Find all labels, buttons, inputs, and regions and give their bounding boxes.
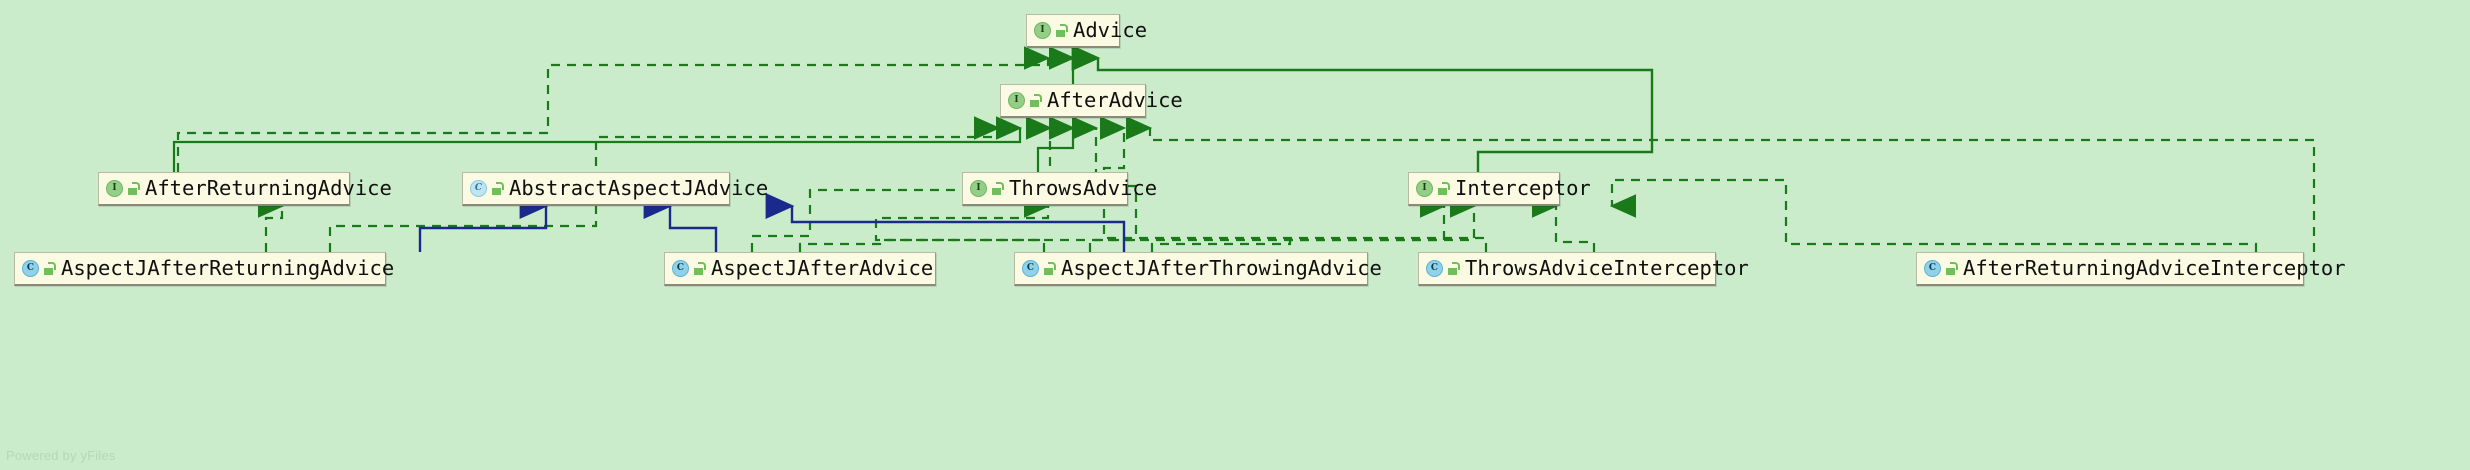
node-label: AfterReturningAdviceInterceptor (1963, 256, 2346, 281)
node-label: ThrowsAdviceInterceptor (1465, 256, 1749, 281)
node-label: Advice (1073, 18, 1148, 43)
class-icon: C (1426, 260, 1443, 277)
node-after-returning-advice-interceptor[interactable]: C AfterReturningAdviceInterceptor (1916, 252, 2346, 286)
edge-aspectjafterthrowingadvice-abstractaspectjadvice (765, 193, 1126, 252)
unlocked-padlock-icon (1043, 262, 1056, 275)
node-aspectj-after-returning-advice[interactable]: C AspectJAfterReturningAdvice (14, 252, 394, 286)
node-icons: C (470, 180, 504, 197)
node-advice[interactable]: I Advice (1026, 14, 1147, 48)
implements-edges (172, 45, 2316, 252)
unlocked-padlock-icon (1437, 182, 1450, 195)
edge-afterreturningadviceinterceptor-interceptor (1609, 178, 2258, 252)
edge-throwsadvice-afteradvice (1036, 116, 1076, 172)
node-label: AspectJAfterAdvice (711, 256, 934, 281)
unlocked-padlock-icon (491, 182, 504, 195)
unlocked-padlock-icon (1029, 94, 1042, 107)
unlocked-padlock-icon (1447, 262, 1460, 275)
edge-aspectjafterreturningadvice-afterreturningadvice (257, 194, 285, 252)
unlocked-padlock-icon (991, 182, 1004, 195)
edge-interceptor-advice (1071, 45, 1654, 172)
yfiles-watermark: Powered by yFiles (6, 448, 116, 463)
node-label: AbstractAspectJAdvice (509, 176, 769, 201)
edge-aspectjafterreturningadvice-abstractaspectjadvice (418, 193, 549, 252)
extends-edges (418, 193, 1126, 252)
edge-aspectjafteradvice-interceptor (798, 194, 1447, 252)
node-icons: I (1034, 22, 1068, 39)
class-icon: C (22, 260, 39, 277)
node-label: AspectJAfterThrowingAdvice (1061, 256, 1382, 281)
node-throws-advice-interceptor[interactable]: C ThrowsAdviceInterceptor (1418, 252, 1749, 286)
interface-icon: I (1416, 180, 1433, 197)
node-label: AfterReturningAdvice (145, 176, 392, 201)
unlocked-padlock-icon (43, 262, 56, 275)
unlocked-padlock-icon (693, 262, 706, 275)
interface-icon: I (970, 180, 987, 197)
node-icons: I (1008, 92, 1042, 109)
class-icon: C (1924, 260, 1941, 277)
node-throws-advice[interactable]: I ThrowsAdvice (962, 172, 1157, 206)
node-after-returning-advice[interactable]: I AfterReturningAdvice (98, 172, 392, 206)
node-abstract-aspectj-advice[interactable]: C AbstractAspectJAdvice (462, 172, 768, 206)
interface-icon: I (1034, 22, 1051, 39)
interface-icon: I (1008, 92, 1025, 109)
edge-afterreturningadviceinterceptor-afteradvice (1125, 116, 2316, 252)
class-icon: C (1022, 260, 1039, 277)
node-icons: I (1416, 180, 1450, 197)
node-icons: C (672, 260, 706, 277)
node-icons: C (1924, 260, 1958, 277)
unlocked-padlock-icon (1055, 24, 1068, 37)
node-aspectj-after-advice[interactable]: C AspectJAfterAdvice (664, 252, 936, 286)
class-icon: C (672, 260, 689, 277)
edge-aspectjafteradvice-abstractaspectjadvice (643, 193, 718, 252)
abstract-class-icon: C (470, 180, 487, 197)
edge-aspectjafterthrowingadvice-throwsadvice (874, 194, 1051, 252)
interface-icon: I (106, 180, 123, 197)
node-icons: I (106, 180, 140, 197)
unlocked-padlock-icon (1945, 262, 1958, 275)
edge-afterreturningadvice-afteradvice (172, 116, 1023, 172)
unlocked-padlock-icon (127, 182, 140, 195)
edge-aspectjafterthrowingadvice-interceptor (1150, 194, 1477, 252)
node-after-advice[interactable]: I AfterAdvice (1000, 84, 1183, 118)
edge-throwsadviceinterceptor-interceptor (1531, 194, 1596, 252)
node-icons: C (22, 260, 56, 277)
node-icons: C (1426, 260, 1460, 277)
node-interceptor[interactable]: I Interceptor (1408, 172, 1591, 206)
node-aspectj-after-throwing-advice[interactable]: C AspectJAfterThrowingAdvice (1014, 252, 1382, 286)
node-label: ThrowsAdvice (1009, 176, 1158, 201)
node-label: AspectJAfterReturningAdvice (61, 256, 395, 281)
node-icons: C (1022, 260, 1056, 277)
node-icons: I (970, 180, 1004, 197)
node-label: Interceptor (1455, 176, 1591, 201)
node-label: AfterAdvice (1047, 88, 1183, 113)
edge-afterreturningadvice-advice (176, 46, 1051, 172)
